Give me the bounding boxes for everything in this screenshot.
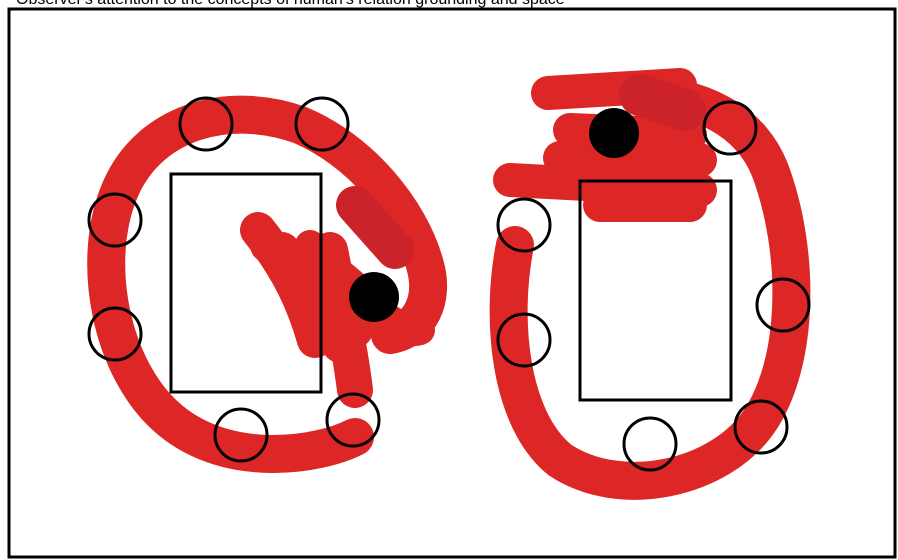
left-panel <box>89 98 428 461</box>
right-dark-red-stroke <box>640 95 685 110</box>
right-panel <box>498 85 809 481</box>
right-red-mid-stroke <box>510 180 700 205</box>
right-filled-marker <box>589 108 639 158</box>
left-filled-marker <box>349 272 399 322</box>
frame-border <box>9 9 895 557</box>
